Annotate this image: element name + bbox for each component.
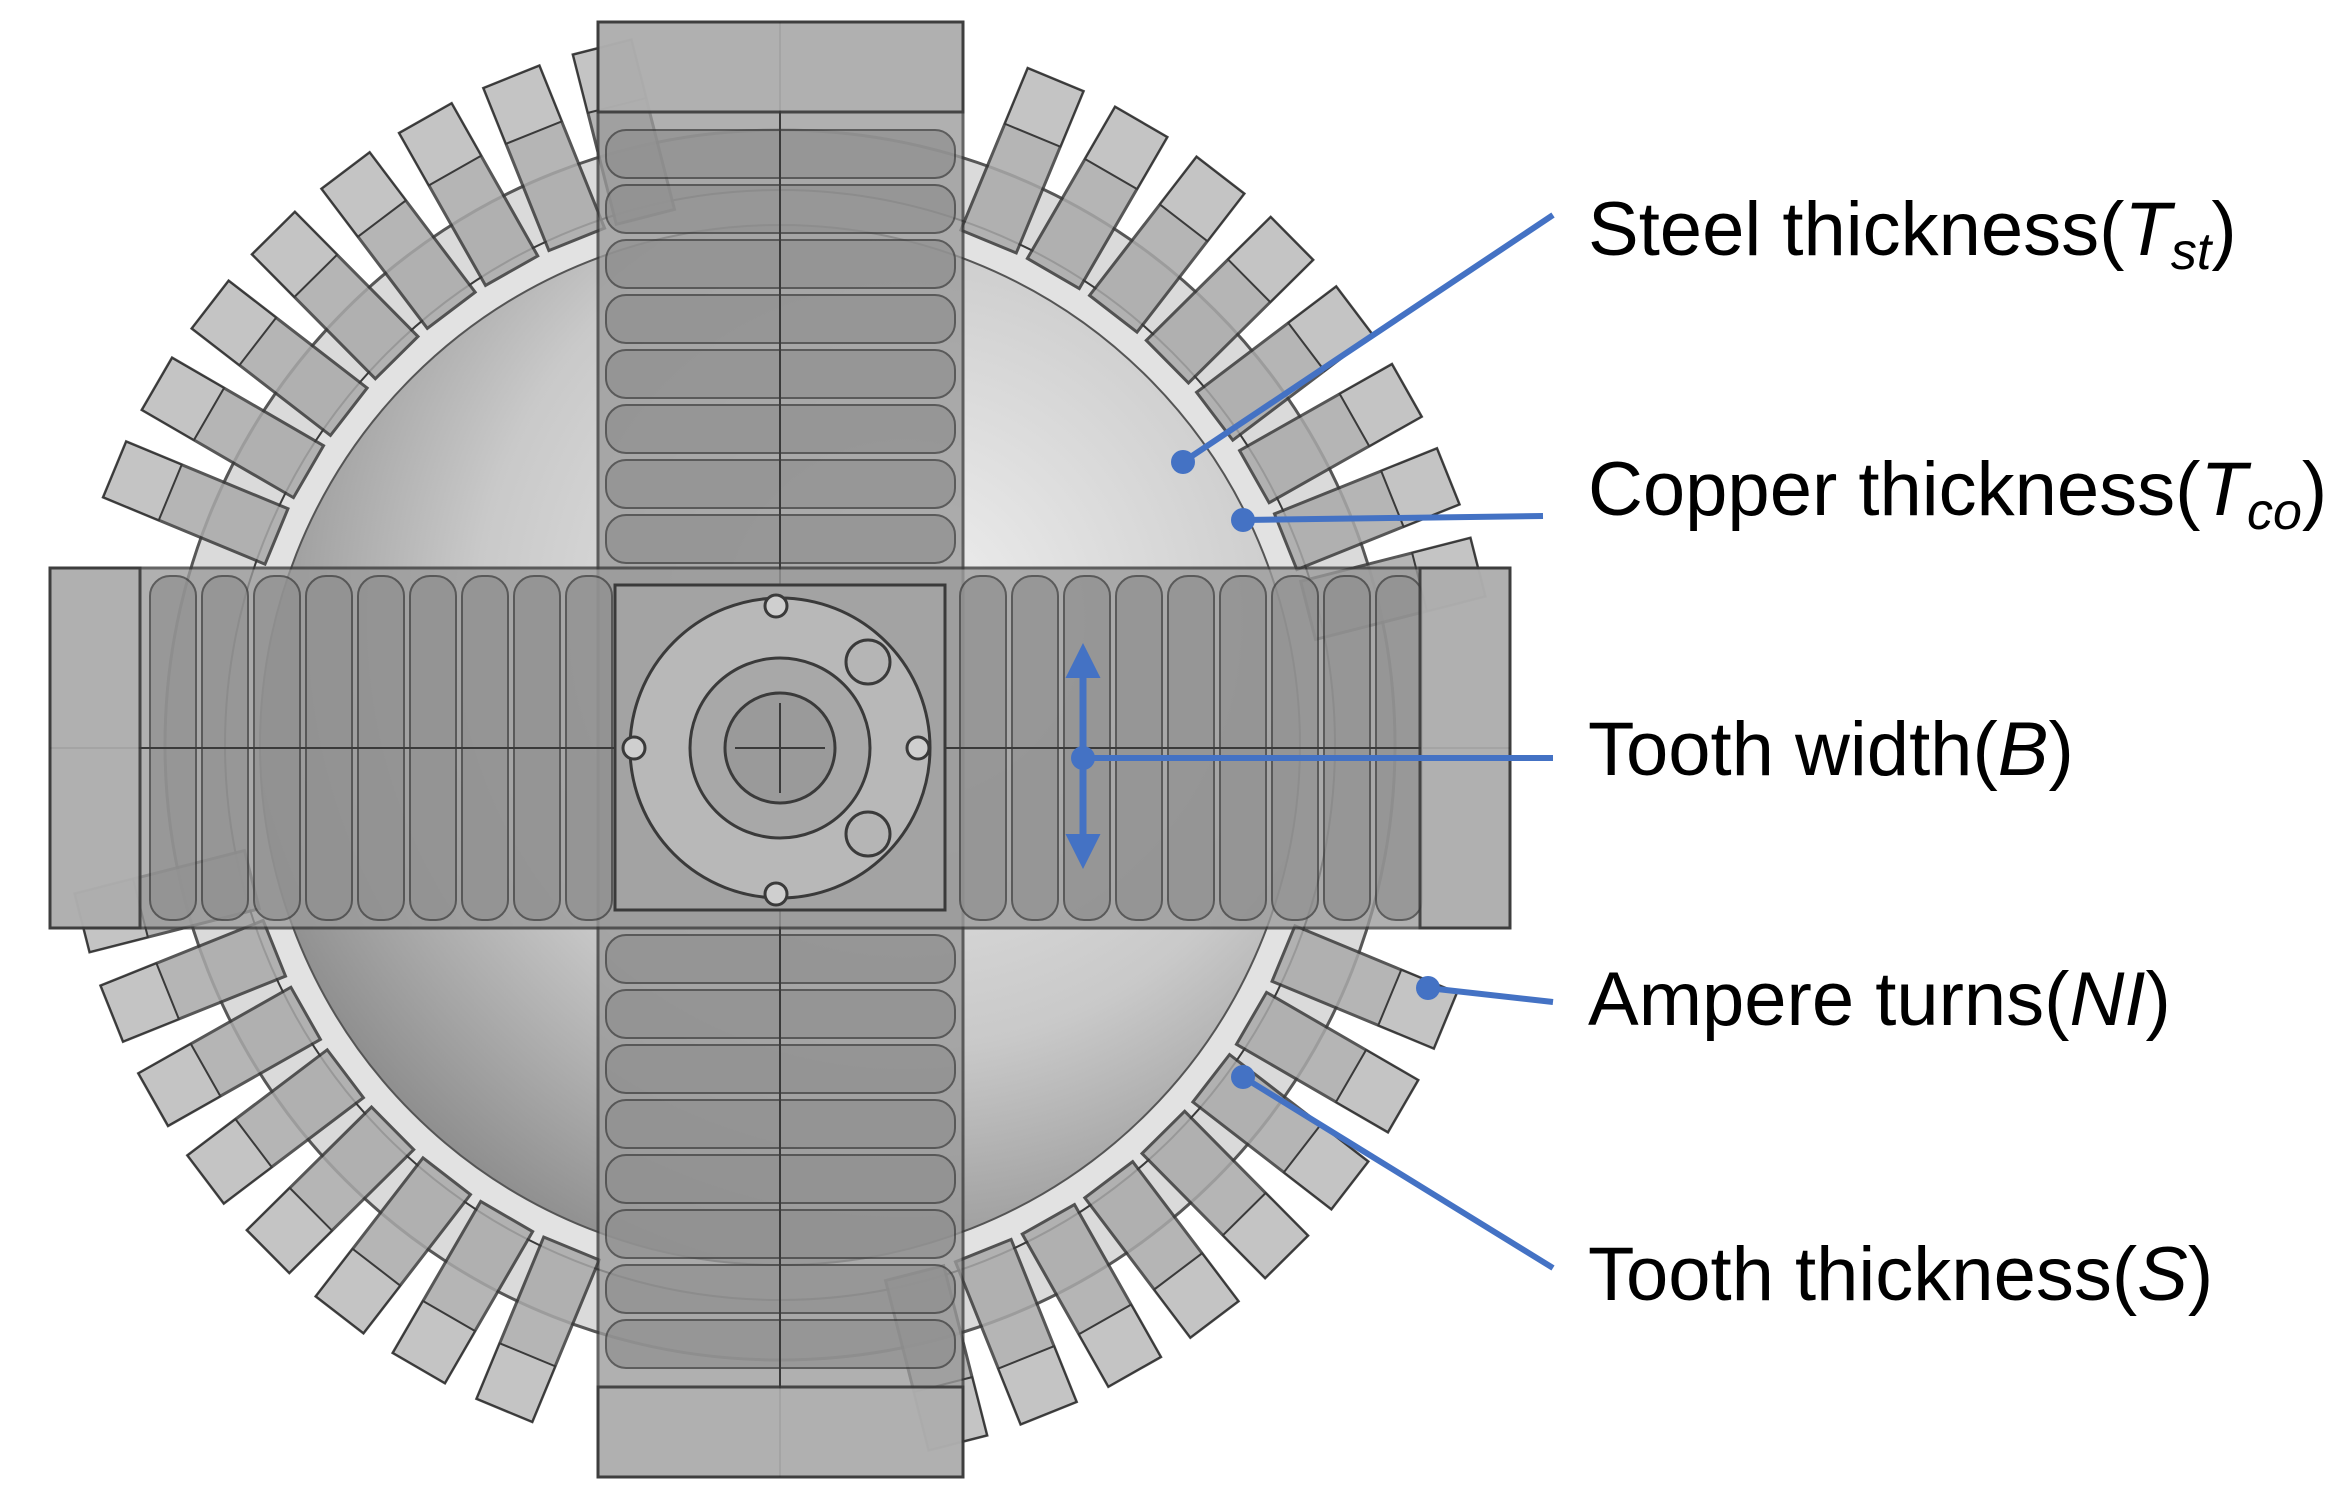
outer-tooth xyxy=(1237,362,1424,505)
steel-leader xyxy=(1181,212,1555,465)
outer-tooth xyxy=(1020,1202,1163,1389)
annotations xyxy=(1065,212,1555,1271)
label-copper-thickness: Copper thickness(Tco) xyxy=(1588,447,2327,541)
outer-teeth xyxy=(73,38,1487,1452)
outer-tooth xyxy=(958,66,1086,255)
outer-tooth xyxy=(1272,446,1462,572)
outer-tooth xyxy=(185,1047,366,1206)
outer-tooth xyxy=(313,1155,473,1336)
outer-tooth xyxy=(101,439,290,567)
outer-tooth xyxy=(1082,1159,1241,1340)
outer-tooth xyxy=(189,278,370,438)
central-hub xyxy=(613,583,947,912)
tthick-leader xyxy=(1241,1074,1555,1271)
ampere-leader xyxy=(1427,985,1554,1005)
copper-leader xyxy=(1242,513,1544,523)
outer-tooth xyxy=(474,1235,602,1424)
outer-tooth xyxy=(953,1237,1079,1427)
label-steel-thickness: Steel thickness(Tst) xyxy=(1588,187,2237,281)
label-tooth-thickness: Tooth thickness(S) xyxy=(1588,1232,2213,1317)
labels: Steel thickness(Tst) Copper thickness(Tc… xyxy=(1588,187,2327,1317)
outer-tooth xyxy=(1025,104,1170,291)
outer-tooth xyxy=(1144,215,1315,386)
outer-tooth xyxy=(245,1104,416,1275)
outer-tooth xyxy=(1087,154,1247,335)
outer-tooth xyxy=(319,150,478,331)
ampere-dot xyxy=(1416,976,1440,1000)
outer-tooth xyxy=(481,63,607,253)
label-tooth-width: Tooth width(B) xyxy=(1588,707,2074,792)
copper-dot xyxy=(1231,508,1255,532)
outer-tooth xyxy=(1234,990,1421,1135)
tthick-dot xyxy=(1231,1065,1255,1089)
outer-tooth xyxy=(139,355,326,500)
outer-tooth xyxy=(397,101,540,288)
outer-tooth xyxy=(250,210,421,381)
outer-tooth xyxy=(390,1199,535,1386)
label-ampere-turns: Ampere turns(NI) xyxy=(1588,957,2171,1042)
outer-tooth xyxy=(98,918,288,1044)
steel-dot xyxy=(1171,450,1195,474)
outer-tooth xyxy=(136,985,323,1128)
outer-tooth xyxy=(1139,1109,1310,1280)
